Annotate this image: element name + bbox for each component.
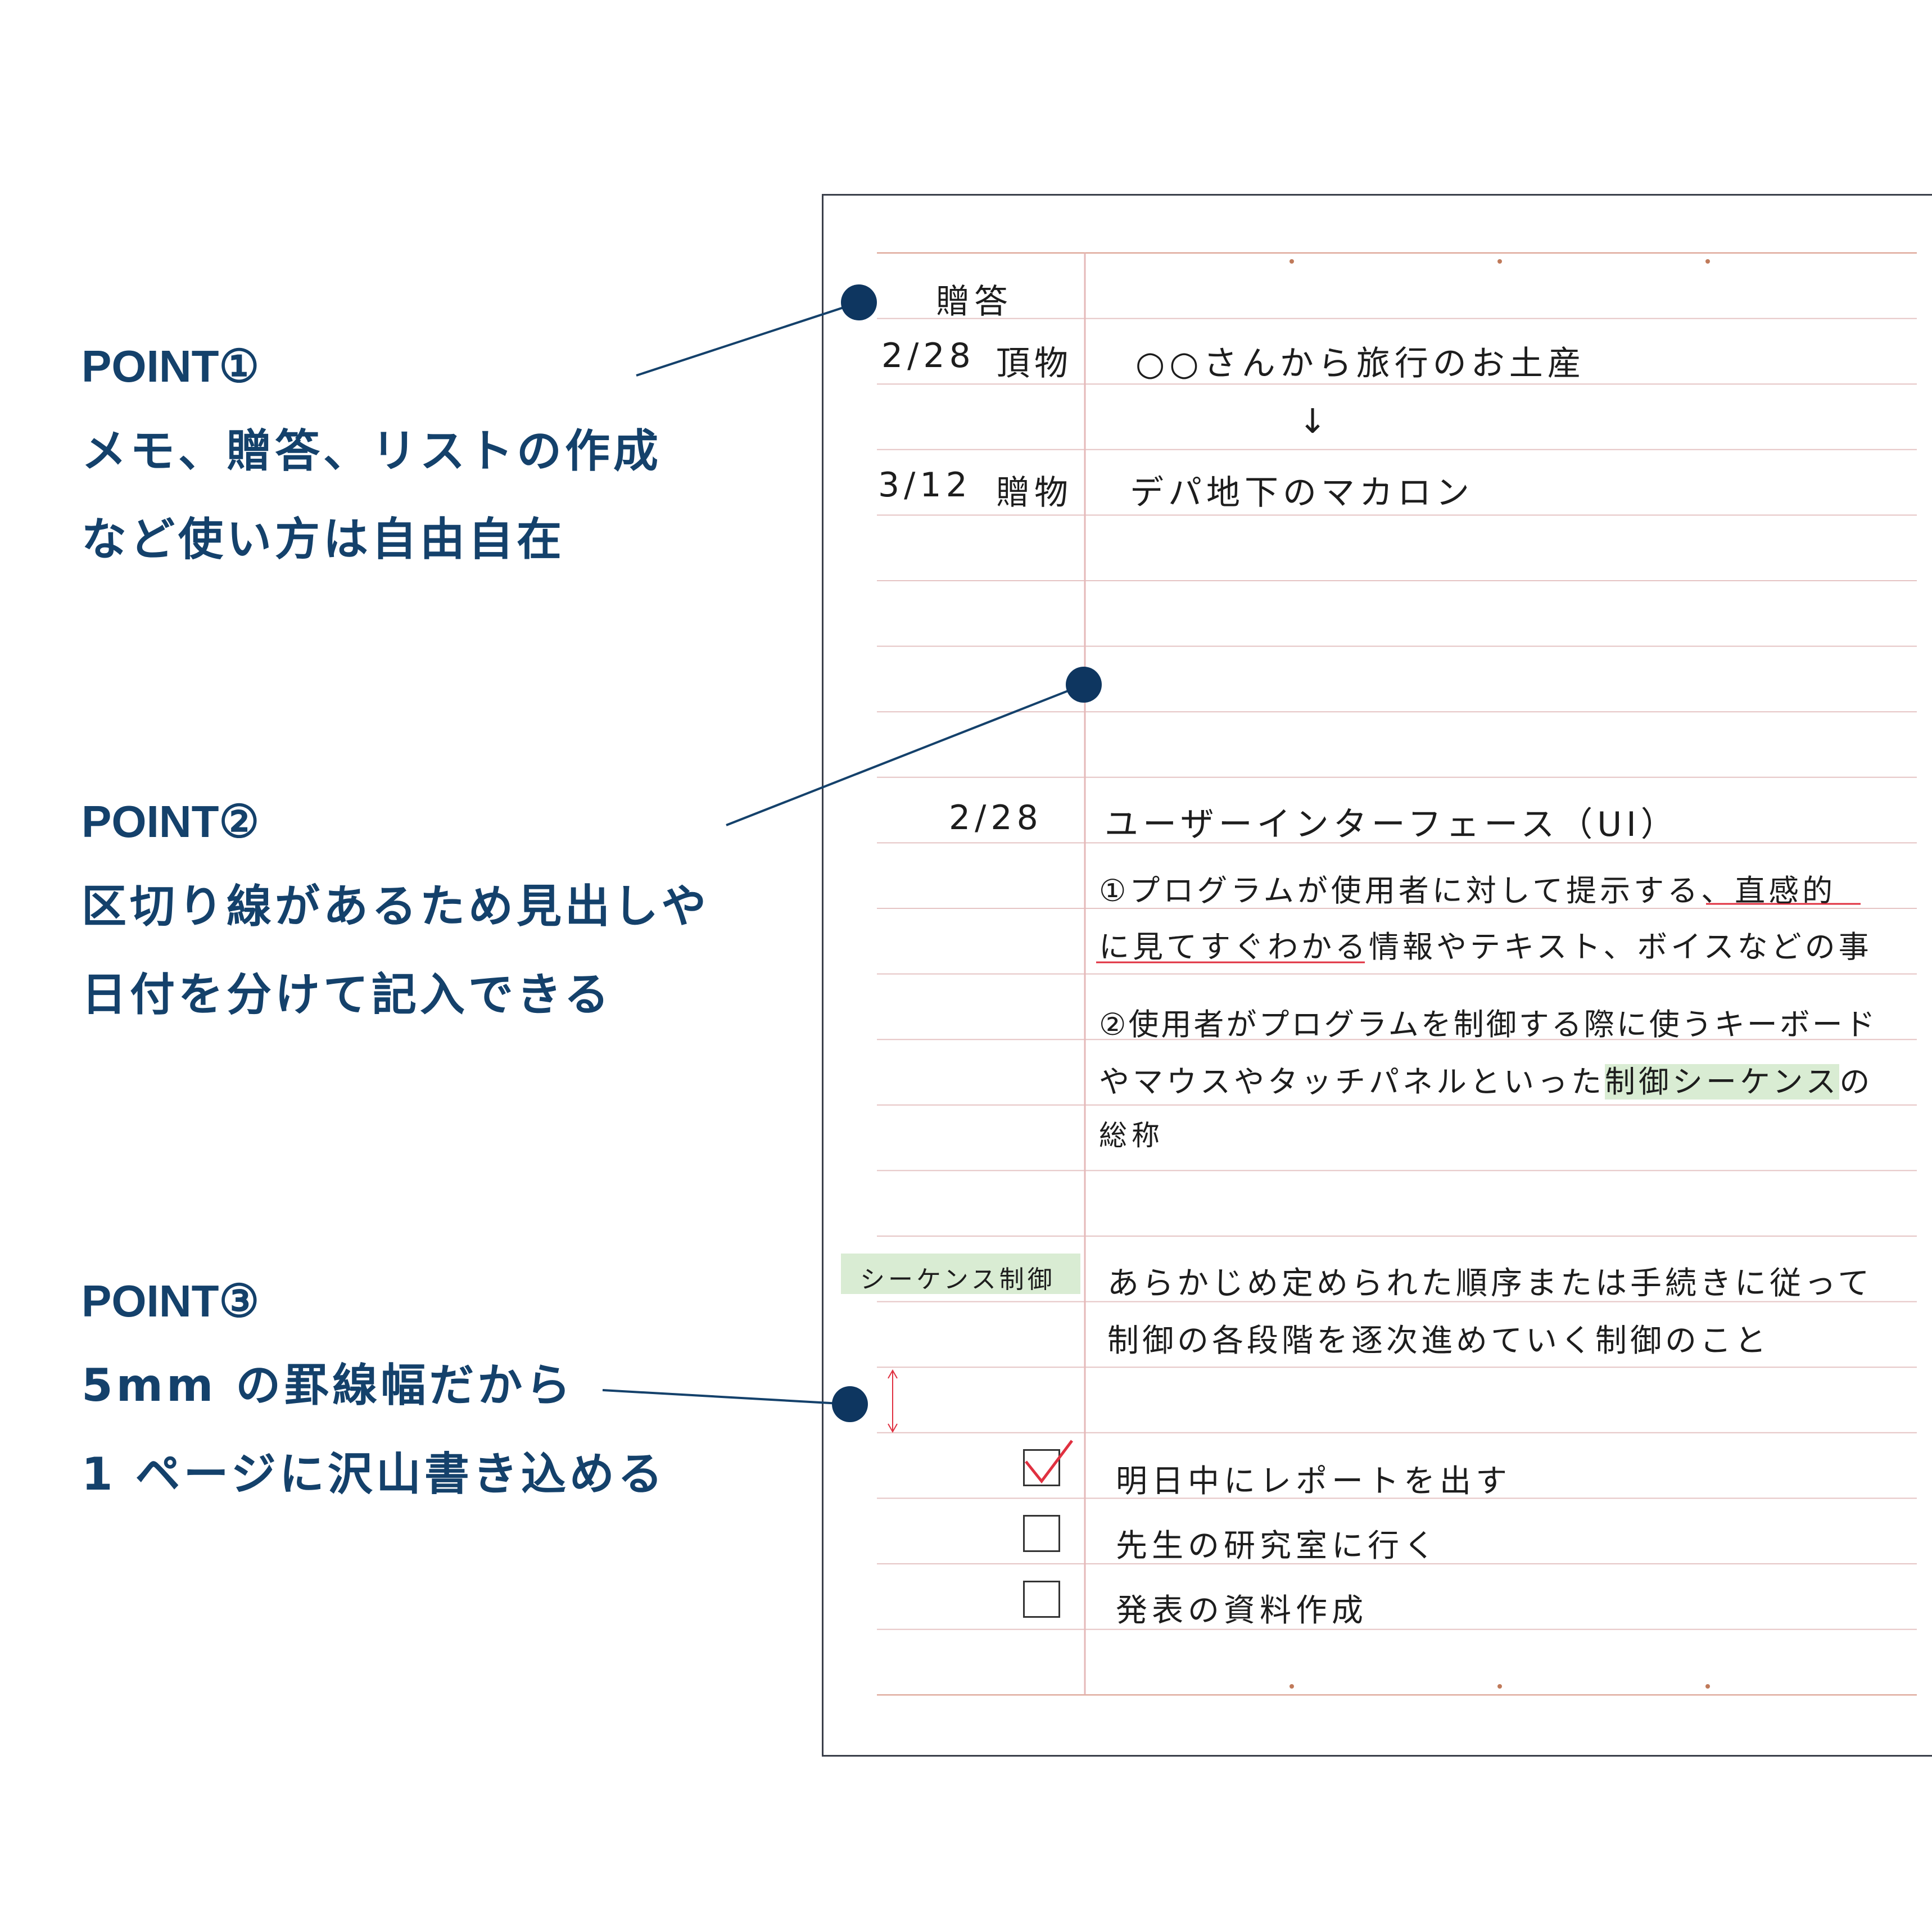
ruler-dot (1289, 259, 1294, 264)
ruler-dot (1705, 1684, 1710, 1689)
ui-heading: ユーザーインターフェース（UI） (1105, 805, 1679, 844)
gift-title: 贈答 (936, 282, 1012, 322)
ui-line-1: ①プログラムが使用者に対して提示する、直感的 (1099, 866, 1836, 910)
point-1-heading: POINT① (82, 341, 260, 391)
leader-line-3 (602, 1389, 850, 1405)
ui-line-2: に見てすぐわかる情報やテキスト、ボイスなどの事 (1099, 922, 1872, 966)
point-3-line-2: 1 ページに沢山書き込める (82, 1448, 666, 1500)
ui-line-4: やマウスやタッチパネルといった制御シーケンスの (1099, 1057, 1873, 1101)
todo-checkbox-2[interactable] (1023, 1515, 1060, 1552)
ui-line-1-text: ①プログラムが使用者に対して提示する、 (1099, 873, 1735, 908)
ruler-dot (1289, 1684, 1294, 1689)
leader-marker-3 (832, 1386, 868, 1422)
gift-label-2: 贈物 (996, 473, 1073, 513)
point-3-line-1: 5mm の罫線幅だから (82, 1359, 574, 1411)
leader-marker-1 (841, 284, 877, 320)
ruler-dot (1497, 259, 1502, 264)
notebook-page (822, 194, 1932, 1757)
ruler-dot (1705, 259, 1710, 264)
ui-line-3: ②使用者がプログラムを制御する際に使うキーボード (1099, 1007, 1877, 1042)
gift-date-2: 3/12 (878, 465, 972, 505)
leader-line-2 (726, 684, 1084, 826)
point-2-heading: POINT② (82, 797, 260, 847)
ui-date: 2/28 (949, 798, 1043, 838)
todo-text-2: 先生の研究室に行く (1116, 1528, 1440, 1564)
gift-date-1: 2/28 (881, 336, 975, 375)
todo-text-3: 発表の資料作成 (1116, 1592, 1368, 1629)
gift-label-1: 頂物 (996, 344, 1073, 383)
sequence-line-1: あらかじめ定められた順序または手続きに従って (1107, 1265, 1873, 1302)
ui-line-4-end: の (1839, 1064, 1874, 1100)
leader-line-1 (636, 301, 859, 377)
ui-line-1-underlined: 直感的 (1735, 873, 1836, 908)
point-2-line-2: 日付を分けて記入できる (82, 969, 613, 1021)
ui-line-4-highlight: 制御シーケンス (1605, 1064, 1840, 1100)
label-highlight (841, 1254, 1080, 1294)
gift-text-1: ○○さんから旅行のお土産 (1135, 344, 1586, 383)
todo-checkbox-3[interactable] (1023, 1581, 1060, 1618)
sequence-line-2: 制御の各段階を逐次進めていく制御のこと (1107, 1323, 1770, 1359)
ui-line-2-underlined: に見てすぐわかる (1099, 929, 1369, 965)
ui-line-2-text: 情報やテキスト、ボイスなどの事 (1369, 929, 1872, 965)
arrow-down: ↓ (1298, 402, 1327, 441)
point-1-line-1: メモ、贈答、リストの作成 (82, 425, 662, 477)
point-1-line-2: など使い方は自由自在 (82, 513, 565, 565)
gift-text-2: デパ地下のマカロン (1130, 473, 1474, 513)
ui-line-4-text: やマウスやタッチパネルといった (1099, 1064, 1605, 1100)
ui-line-5: 総称 (1099, 1119, 1164, 1152)
check-mark-icon (1025, 1440, 1073, 1484)
todo-text-1: 明日中にレポートを出す (1116, 1463, 1512, 1500)
point-3-heading: POINT③ (82, 1276, 260, 1326)
sequence-label: シーケンス制御 (860, 1265, 1056, 1294)
ruler-dot (1497, 1684, 1502, 1689)
leader-marker-2 (1066, 667, 1102, 703)
point-2-line-1: 区切り線があるため見出しや (82, 880, 710, 933)
